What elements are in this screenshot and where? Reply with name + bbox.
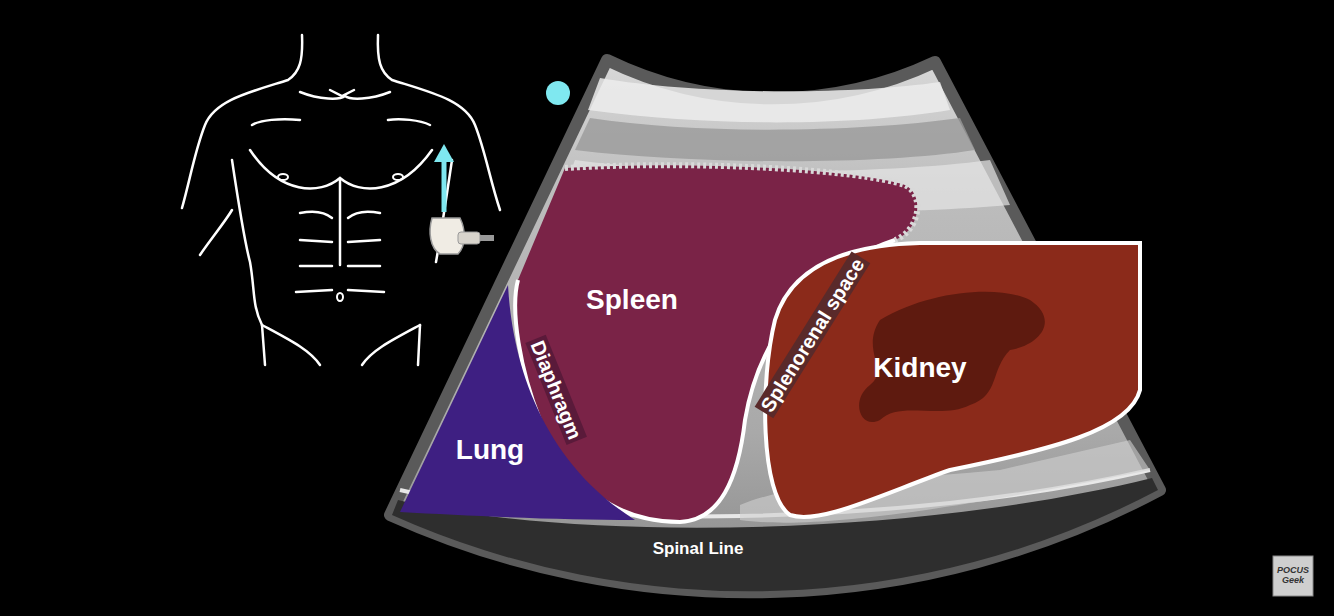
organ-outline [765, 243, 1140, 517]
orientation-marker [546, 81, 570, 105]
watermark-logo: POCUS Geek [1275, 566, 1311, 586]
organ-outline [400, 285, 635, 520]
ultrasound-probe [430, 218, 494, 254]
body-outline [182, 35, 500, 365]
organ-outline [565, 165, 917, 240]
organ-label: Lung [456, 434, 524, 466]
organ-label: Spleen [586, 284, 678, 316]
organ-outline [859, 292, 1045, 422]
kidney-organ-shape [755, 235, 1150, 535]
kidney-organ: Kidney [755, 235, 1150, 535]
logo-box [1273, 556, 1313, 596]
ultrasound-sector [390, 60, 1160, 592]
probe-arrow [434, 144, 454, 212]
structure-label: Spinal Line [650, 540, 747, 559]
organ-label: Kidney [873, 352, 966, 384]
